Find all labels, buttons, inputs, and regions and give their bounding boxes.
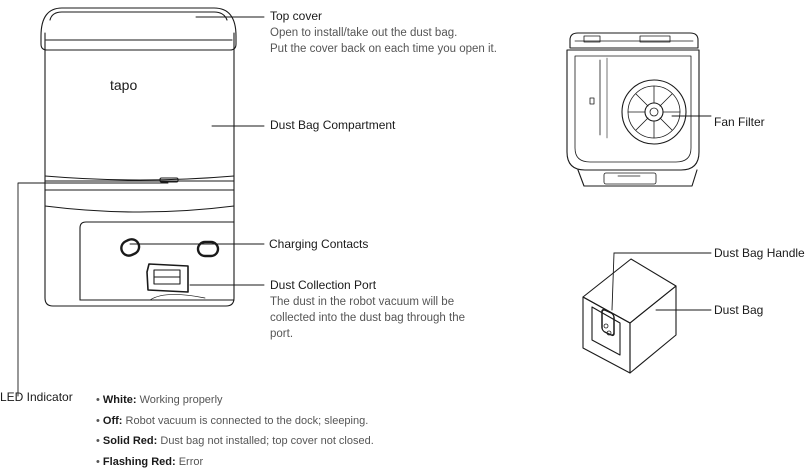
led-state-off: • Off: Robot vacuum is connected to the … (96, 411, 374, 432)
dust-collection-port-description: The dust in the robot vacuum will be col… (270, 294, 465, 342)
tapo-logo: tapo (110, 77, 137, 93)
dust-bag-handle (592, 307, 620, 355)
dock-top-view-illustration (567, 33, 699, 186)
dust-bag-compartment-label: Dust Bag Compartment (270, 118, 395, 133)
charging-contacts-label: Charging Contacts (269, 237, 368, 252)
dust-collection-port (147, 264, 188, 292)
dock-top-cover (41, 8, 236, 50)
charging-contact-left (119, 237, 142, 258)
led-states-list: • White: Working properly • Off: Robot v… (96, 390, 374, 472)
led-state-white: • White: Working properly (96, 390, 374, 411)
dust-bag-compartment-seam (45, 176, 234, 180)
dust-bag-front (583, 297, 630, 373)
top-cover-label: Top cover (270, 9, 322, 24)
dock-body (45, 33, 234, 306)
dust-bag-top (583, 259, 676, 323)
dust-collection-port-label: Dust Collection Port (270, 278, 376, 293)
dust-bag-illustration (583, 259, 676, 373)
dust-bag-label: Dust Bag (714, 303, 763, 318)
dust-bag-side (630, 286, 676, 373)
fan-filter-label: Fan Filter (714, 115, 765, 130)
top-cover-description: Open to install/take out the dust bag. P… (270, 25, 497, 57)
led-state-solid-red: • Solid Red: Dust bag not installed; top… (96, 431, 374, 452)
led-indicator-label: LED Indicator (0, 390, 73, 405)
dock-illustration (41, 8, 236, 306)
fan-filter (622, 80, 686, 144)
led-state-flashing-red: • Flashing Red: Error (96, 452, 374, 472)
dust-bag-handle-label: Dust Bag Handle (714, 246, 805, 261)
